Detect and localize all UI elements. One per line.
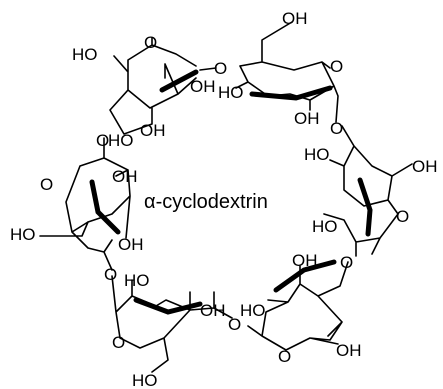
atom-labels: HO O OH OH O OH O HO OH O HO OH O HO O O… [10,9,438,389]
hydroxyl-e3: HO [124,271,150,290]
hydroxyl-a6: HO [72,45,98,64]
molecule-name-label: α-cyclodextrin [144,191,268,213]
glycosidic-oxygen-cd: O [340,253,353,272]
bond-lines [39,21,413,373]
hydroxyl-b6: OH [282,9,308,28]
hydroxyl-d6: OH [336,341,362,360]
hydroxyl-b2: OH [294,109,320,128]
glycosidic-oxygen-bc: O [330,119,343,138]
hydroxyl-f6: HO [10,225,36,244]
hydroxyl-a3: OH [140,121,166,140]
ring-oxygen-e: O [112,333,125,352]
ring-oxygen-c: O [396,207,409,226]
glycosidic-oxygen-ab: O [214,59,227,78]
hydroxyl-b3: HO [218,83,244,102]
hydroxyl-c3: HO [304,145,330,164]
ring-oxygen-f: O [40,175,53,194]
hydroxyl-d2: OH [292,251,318,270]
ring-oxygen-d: O [278,347,291,366]
hydroxyl-e2: OH [200,301,226,320]
hydroxyl-f3: OH [112,167,138,186]
glycosidic-oxygen-fa: O [96,131,109,150]
hydroxyl-f2: HO [108,131,134,150]
hydroxyl-a2: OH [190,77,216,96]
ring-oxygen-b: O [330,57,343,76]
hydroxyl-f4: OH [118,235,144,254]
wedge-bonds [89,69,373,315]
hydroxyl-d3: HO [240,301,266,320]
hydroxyl-c6: OH [412,157,438,176]
hydroxyl-e6: HO [132,371,158,389]
glycosidic-oxygen-ef: O [104,265,117,284]
glycosidic-oxygen-de: O [228,315,241,334]
ring-oxygen-a: O [144,33,157,52]
hydroxyl-c2: HO [312,217,338,236]
